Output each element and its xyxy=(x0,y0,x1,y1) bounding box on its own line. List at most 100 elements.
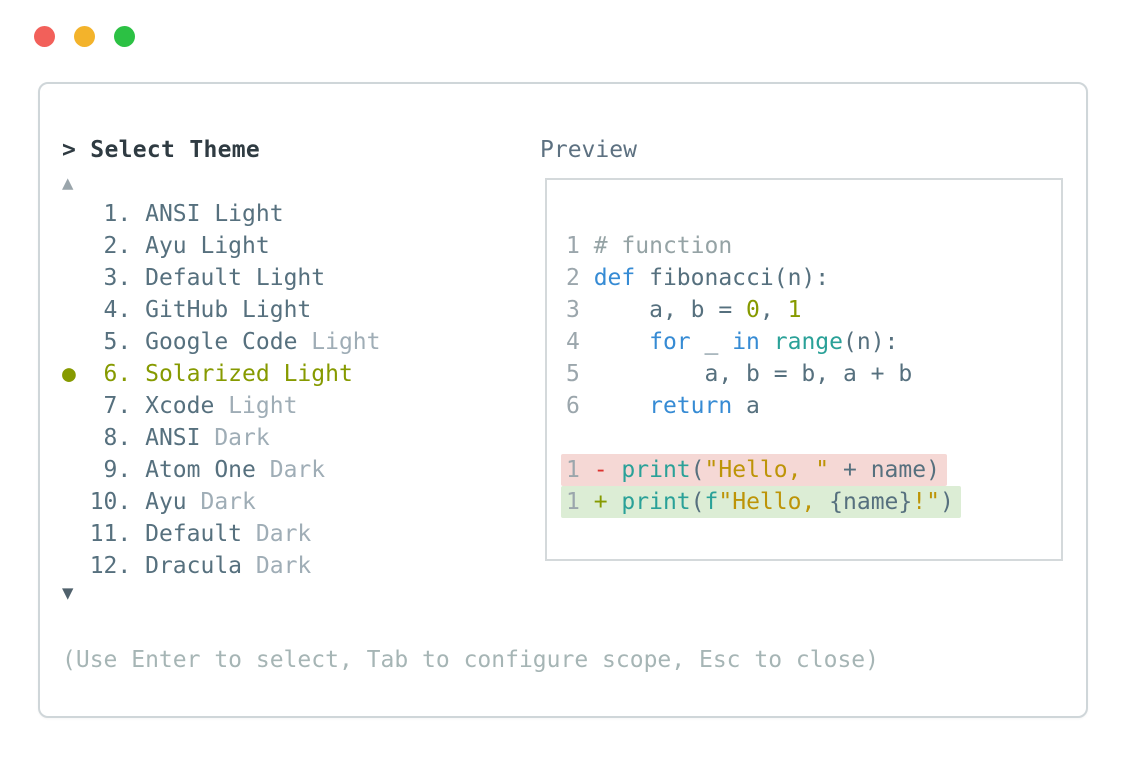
bullet-spacer xyxy=(62,393,90,419)
selected-bullet-icon: ● xyxy=(62,361,90,387)
code-token: !" xyxy=(912,489,940,515)
window-controls xyxy=(34,26,135,47)
bullet-spacer xyxy=(62,265,90,291)
code-token: + name) xyxy=(829,457,940,483)
diff-line-removed: 1 - print("Hello, " + name) xyxy=(561,454,961,486)
theme-variant: Dark xyxy=(200,425,270,451)
code-token: "Hello, " xyxy=(704,457,830,483)
code-token: a xyxy=(732,393,760,419)
line-number: 4 xyxy=(566,329,594,355)
line-number: 1 xyxy=(566,233,594,259)
theme-name: ANSI xyxy=(145,425,201,451)
bullet-spacer xyxy=(62,201,90,227)
code-token: print xyxy=(621,457,691,483)
line-number: 6 xyxy=(566,393,594,419)
scroll-down-icon[interactable]: ▼ xyxy=(62,582,74,604)
theme-number: 8. xyxy=(89,425,146,451)
code-line: 1 # function xyxy=(566,230,961,262)
code-token: f xyxy=(704,489,719,515)
code-token: - xyxy=(593,457,608,483)
theme-variant: Dark xyxy=(255,457,326,483)
hint-text: (Use Enter to select, Tab to configure s… xyxy=(62,647,879,673)
theme-number: 9. xyxy=(89,457,146,483)
theme-number: 7. xyxy=(89,393,146,419)
code-token: 1 xyxy=(787,297,802,323)
theme-option-default-light[interactable]: 3. Default Light xyxy=(62,262,381,294)
line-number: 2 xyxy=(566,265,594,291)
code-line: 6 return a xyxy=(566,390,961,422)
theme-option-ansi-light[interactable]: 1. ANSI Light xyxy=(62,198,381,230)
bullet-spacer xyxy=(62,425,90,451)
theme-option-atom-one-dark[interactable]: 9. Atom One Dark xyxy=(62,454,381,486)
theme-number: 10. xyxy=(89,489,146,515)
theme-option-google-code-light[interactable]: 5. Google Code Light xyxy=(62,326,381,358)
theme-option-ayu-dark[interactable]: 10. Ayu Dark xyxy=(62,486,381,518)
theme-name: Default xyxy=(145,521,243,547)
theme-name: Solarized xyxy=(145,361,270,387)
bullet-spacer xyxy=(62,489,90,515)
theme-number: 3. xyxy=(89,265,146,291)
theme-option-xcode-light[interactable]: 7. Xcode Light xyxy=(62,390,381,422)
diff-highlight-removed: 1 - print("Hello, " + name) xyxy=(561,454,947,486)
theme-name: GitHub xyxy=(145,297,229,323)
close-button[interactable] xyxy=(34,26,55,47)
code-token: {name} xyxy=(829,489,913,515)
code-token: , xyxy=(759,297,788,323)
bullet-spacer xyxy=(62,457,90,483)
theme-name: Dracula xyxy=(145,553,243,579)
bullet-spacer xyxy=(62,329,90,355)
code-token: a, b = b, a + b xyxy=(593,361,913,387)
theme-option-default-dark[interactable]: 11. Default Dark xyxy=(62,518,381,550)
code-token: _ xyxy=(690,329,733,355)
code-token xyxy=(608,457,622,483)
theme-number: 4. xyxy=(89,297,146,323)
bullet-spacer xyxy=(62,297,90,323)
code-token: print xyxy=(621,489,691,515)
theme-name: Atom One xyxy=(145,457,256,483)
code-token: # function xyxy=(593,233,733,259)
theme-name: Ayu xyxy=(145,233,187,259)
bullet-spacer xyxy=(62,233,90,259)
code-line: 4 for _ in range(n): xyxy=(566,326,961,358)
theme-number: 6. xyxy=(89,361,146,387)
theme-name: Ayu xyxy=(145,489,187,515)
theme-option-solarized-light[interactable]: ● 6. Solarized Light xyxy=(62,358,381,390)
theme-variant: Light xyxy=(186,233,270,259)
theme-option-github-light[interactable]: 4. GitHub Light xyxy=(62,294,381,326)
theme-name: Google Code xyxy=(145,329,298,355)
code-token: ( xyxy=(690,489,705,515)
theme-variant: Light xyxy=(269,361,353,387)
theme-variant: Dark xyxy=(242,553,312,579)
diff-line-added: 1 + print(f"Hello, {name}!") xyxy=(561,486,961,518)
minimize-button[interactable] xyxy=(74,26,95,47)
bullet-spacer xyxy=(62,521,90,547)
theme-option-dracula-dark[interactable]: 12. Dracula Dark xyxy=(62,550,381,582)
theme-number: 5. xyxy=(89,329,146,355)
theme-variant: Light xyxy=(297,329,381,355)
theme-option-ayu-light[interactable]: 2. Ayu Light xyxy=(62,230,381,262)
code-token: ( xyxy=(690,457,705,483)
theme-number: 11. xyxy=(89,521,146,547)
code-token: (n): xyxy=(843,329,899,355)
dialog-title: > Select Theme xyxy=(62,137,261,163)
theme-option-ansi-dark[interactable]: 8. ANSI Dark xyxy=(62,422,381,454)
code-line: 5 a, b = b, a + b xyxy=(566,358,961,390)
theme-name: ANSI xyxy=(145,201,201,227)
code-token: "Hello, xyxy=(718,489,830,515)
theme-number: 1. xyxy=(89,201,146,227)
code-token: return xyxy=(649,393,733,419)
preview-label: Preview xyxy=(540,137,637,163)
line-number: 1 xyxy=(566,457,594,483)
code-token: ) xyxy=(939,489,954,515)
code-blank-line xyxy=(566,422,961,454)
theme-variant: Light xyxy=(228,297,312,323)
code-token xyxy=(760,329,774,355)
zoom-button[interactable] xyxy=(114,26,135,47)
theme-number: 2. xyxy=(89,233,146,259)
scroll-up-icon[interactable]: ▲ xyxy=(62,172,74,194)
code-line: 2 def fibonacci(n): xyxy=(566,262,961,294)
code-token: a, b = xyxy=(593,297,747,323)
code-token: range xyxy=(773,329,843,355)
